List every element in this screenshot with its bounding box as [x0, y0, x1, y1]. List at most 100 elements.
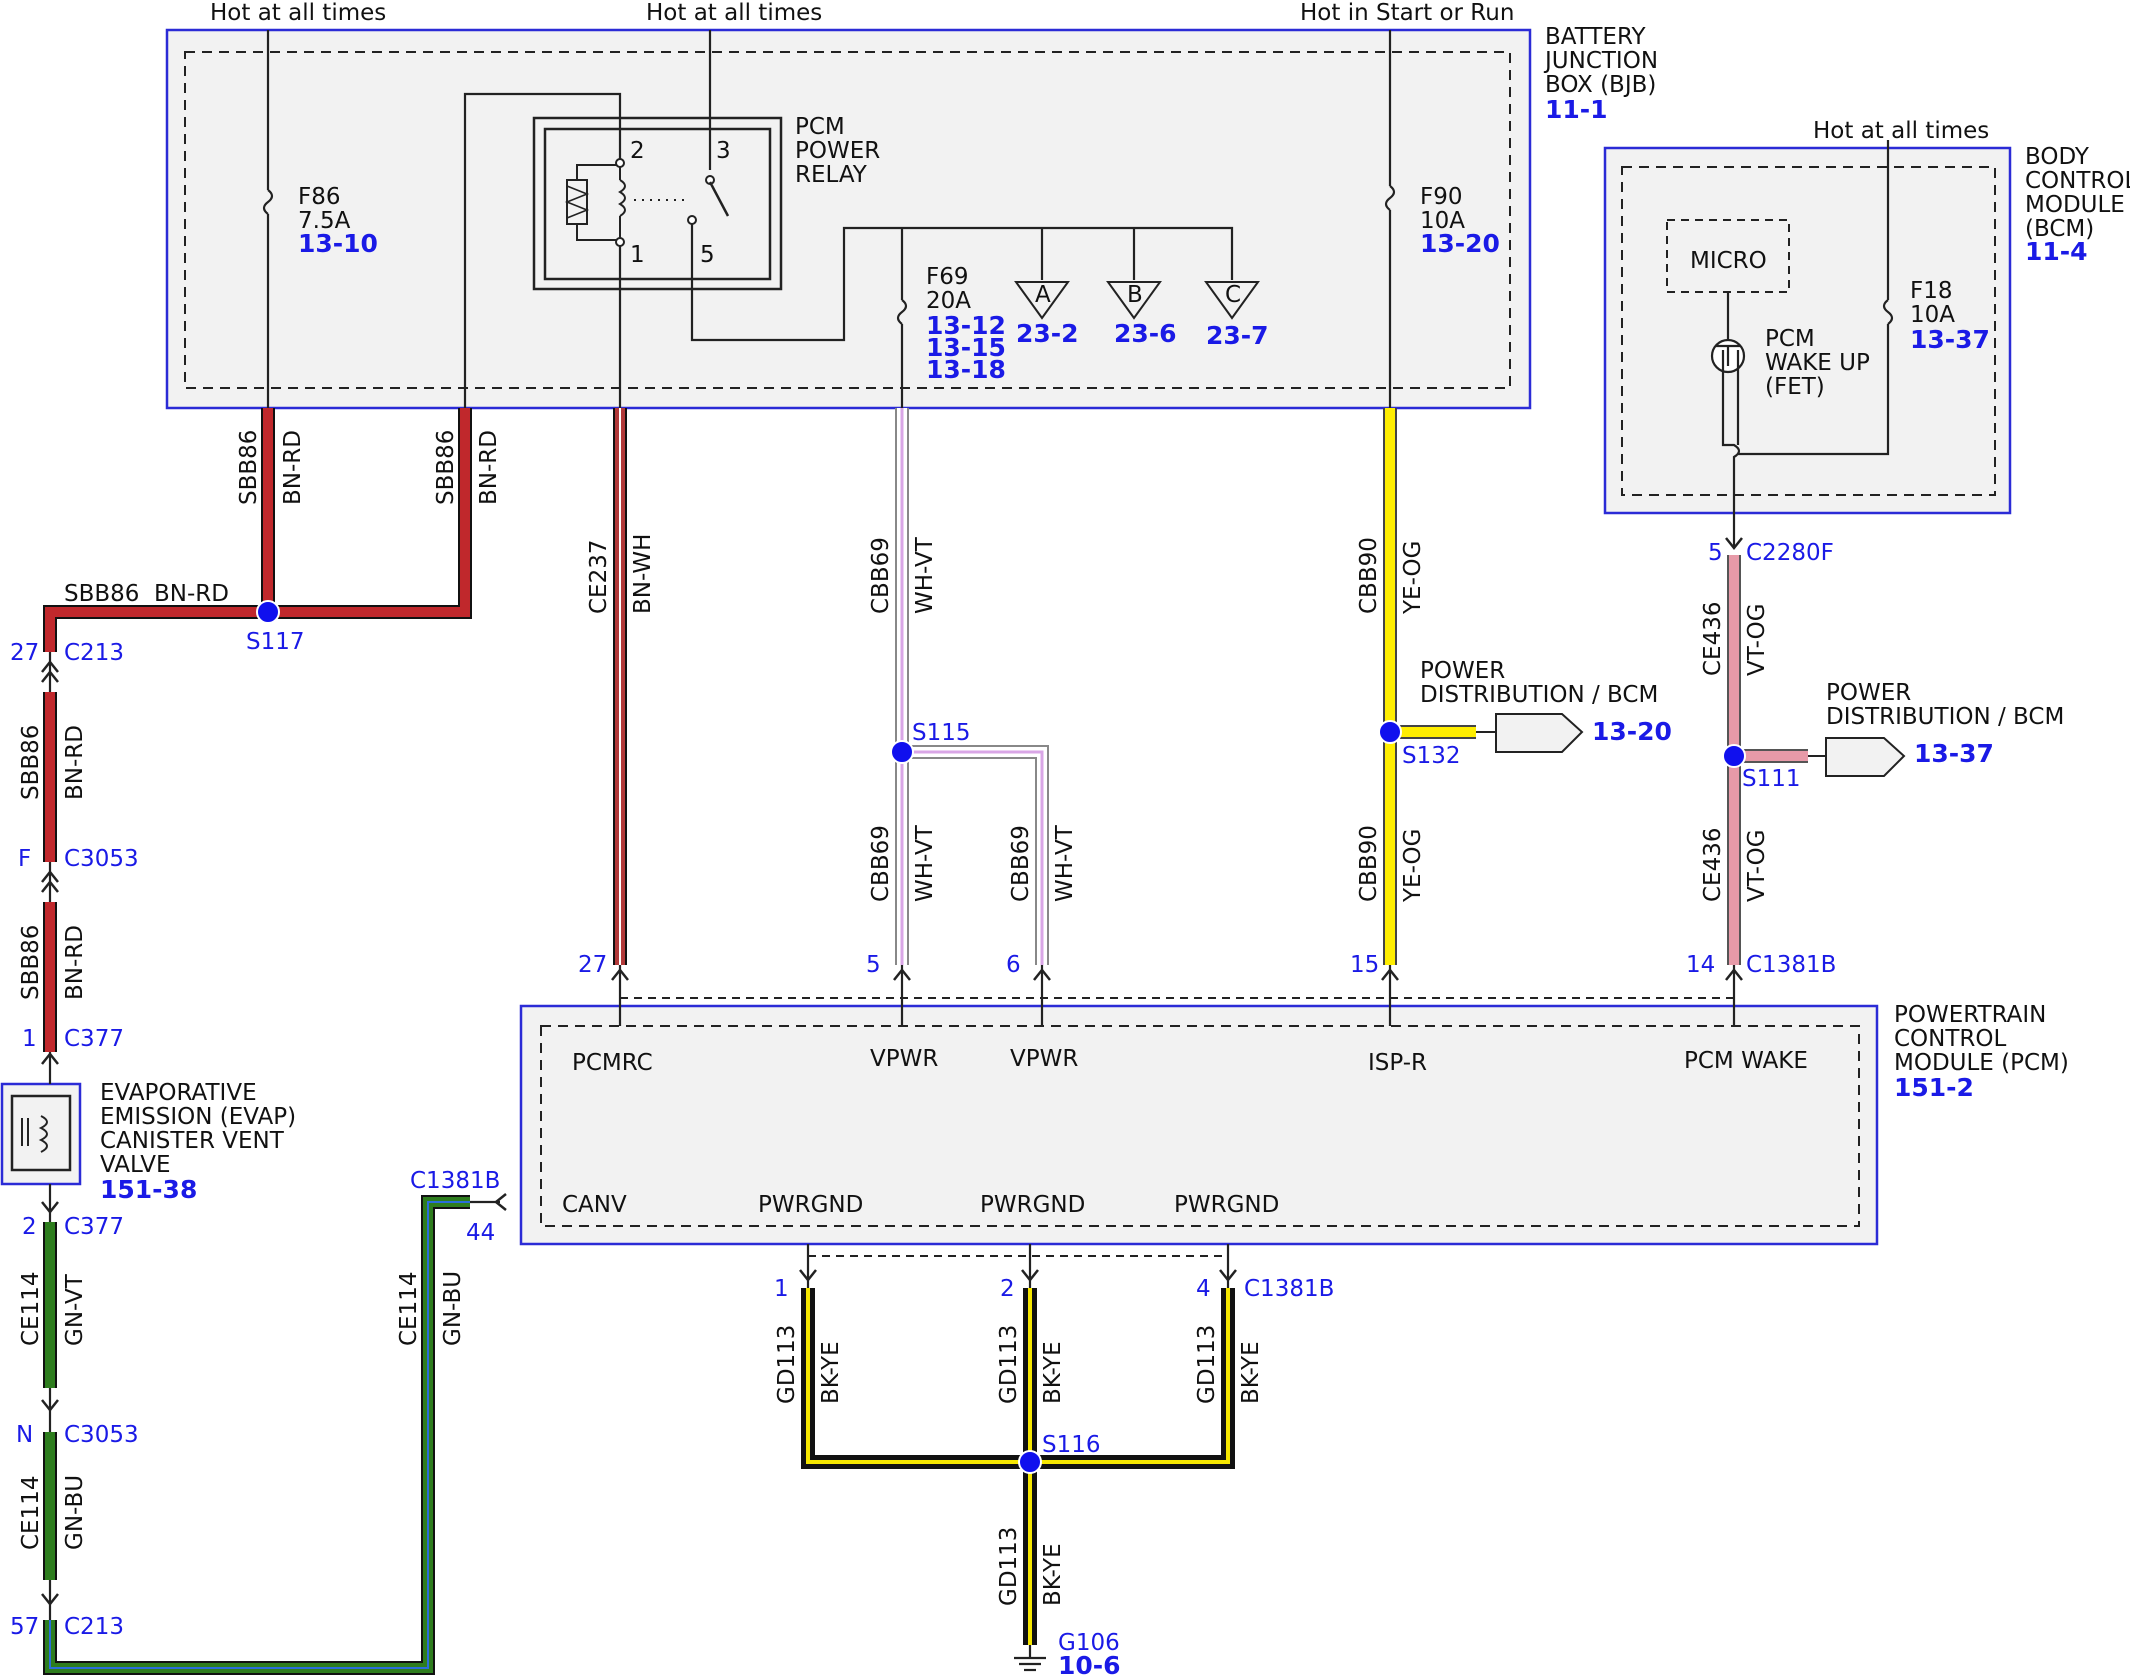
- evap-label-1: EVAPORATIVE: [100, 1080, 257, 1106]
- hot-label-3: Hot in Start or Run: [1300, 0, 1514, 26]
- pcm-pin-15: 15: [1350, 952, 1379, 978]
- hot-label-2: Hot at all times: [646, 0, 822, 26]
- power-dist-2-line1: POWER: [1826, 680, 1911, 706]
- connector-label: C1381B: [410, 1168, 500, 1194]
- wire-color-label: BK-YE: [1238, 1341, 1264, 1404]
- relay-label-1: PCM: [795, 114, 845, 140]
- bjb-ref[interactable]: 11-1: [1545, 95, 1608, 124]
- relay-pin-1: 1: [630, 242, 645, 268]
- pcm-title-3: MODULE (PCM): [1894, 1050, 2069, 1076]
- wire-color-label: YE-OG: [1400, 829, 1426, 903]
- power-dist-2-ref[interactable]: 13-37: [1914, 739, 1994, 768]
- f18-ref[interactable]: 13-37: [1910, 325, 1990, 354]
- wire-color-label: BN-RD: [476, 430, 502, 505]
- ground-label: G106: [1058, 1630, 1120, 1656]
- pcm-pin-14: 14: [1686, 952, 1715, 978]
- splice-s111: [1722, 744, 1746, 768]
- gnd-pin-1: 1: [774, 1276, 789, 1302]
- f69-ref-1[interactable]: 13-12: [926, 311, 1006, 340]
- splice-s115: [890, 740, 914, 764]
- power-dist-1-ref[interactable]: 13-20: [1592, 717, 1672, 746]
- bus-c-label: C: [1225, 282, 1241, 308]
- f18-rating: 10A: [1910, 302, 1955, 328]
- pcm-ref[interactable]: 151-2: [1894, 1073, 1974, 1102]
- wire-color-label: BK-YE: [818, 1341, 844, 1404]
- wire-label: CBB69: [868, 537, 894, 614]
- power-dist-2-line2: DISTRIBUTION / BCM: [1826, 704, 2064, 730]
- wire-label: CE114: [18, 1272, 44, 1347]
- splice-label-s111: S111: [1742, 766, 1801, 792]
- evap-label-2: EMISSION (EVAP): [100, 1104, 296, 1130]
- fet-label-1: PCM: [1765, 326, 1815, 352]
- wire-wh-vt: [895, 408, 1049, 965]
- wire-label: GD113: [996, 1527, 1022, 1606]
- connector-pin: 57: [10, 1614, 39, 1640]
- wire-label: CE436: [1700, 828, 1726, 903]
- relay-label-2: POWER: [795, 138, 880, 164]
- connector-label: C213: [64, 640, 124, 666]
- pcm-pin-27: 27: [578, 952, 607, 978]
- pcm-title-1: POWERTRAIN: [1894, 1002, 2046, 1028]
- f86-ref[interactable]: 13-10: [298, 229, 378, 258]
- f86-rating: 7.5A: [298, 208, 351, 234]
- connector-pin: N: [16, 1422, 33, 1448]
- bcm-title-1: BODY: [2025, 144, 2090, 170]
- connector-pin: 2: [22, 1214, 37, 1240]
- bjb-title-3: BOX (BJB): [1545, 72, 1656, 98]
- relay-pin-3: 3: [716, 138, 731, 164]
- power-distribution-arrow-2: [1808, 737, 1906, 777]
- wire-color-label: WH-VT: [912, 824, 938, 902]
- wire-label: CBB69: [868, 825, 894, 902]
- pcm-pin-canv: CANV: [562, 1192, 627, 1218]
- wire-label: SBB86: [18, 925, 44, 1000]
- wire-label: SBB86: [433, 430, 459, 505]
- wire-color-label: BN-WH: [630, 534, 656, 614]
- wire-label: GD113: [1194, 1325, 1220, 1404]
- bcm-ref[interactable]: 11-4: [2025, 237, 2088, 266]
- connector-label: C377: [64, 1214, 124, 1240]
- wire-bn-rd-group: [43, 408, 472, 1084]
- bcm-title-4: (BCM): [2025, 216, 2094, 242]
- wire-label: CE114: [396, 1272, 422, 1347]
- bcm-title-2: CONTROL: [2025, 168, 2130, 194]
- connector-label: C3053: [64, 1422, 139, 1448]
- splice-label-s132: S132: [1402, 743, 1461, 769]
- wire-color-label: BN-RD: [62, 925, 88, 1000]
- bcm-title-3: MODULE: [2025, 192, 2125, 218]
- bus-c-ref[interactable]: 23-7: [1206, 321, 1269, 350]
- fet-label-3: (FET): [1765, 374, 1825, 400]
- f69-ref-3[interactable]: 13-18: [926, 355, 1006, 384]
- bjb-title-1: BATTERY: [1545, 24, 1646, 50]
- wire-gn-vt-gn-bu: [43, 1184, 500, 1675]
- splice-label-s115: S115: [912, 720, 971, 746]
- f69-ref-2[interactable]: 13-15: [926, 333, 1006, 362]
- splice-label-s116: S116: [1042, 1432, 1101, 1458]
- evap-ref[interactable]: 151-38: [100, 1175, 197, 1204]
- f90-ref[interactable]: 13-20: [1420, 229, 1500, 258]
- wire-color-label: GN-BU: [62, 1475, 88, 1550]
- ground-ref[interactable]: 10-6: [1058, 1651, 1121, 1678]
- pcm-pin-vpwr-2: VPWR: [1010, 1046, 1078, 1072]
- pcm-connector-leads: [618, 965, 1736, 1257]
- connector-label: C213: [64, 1614, 124, 1640]
- bus-a-ref[interactable]: 23-2: [1016, 319, 1079, 348]
- wire-label: CE114: [18, 1476, 44, 1551]
- wire-label: SBB86: [64, 581, 139, 607]
- splice-label-s117: S117: [246, 629, 305, 655]
- wire-color-label: VT-OG: [1744, 829, 1770, 902]
- pcm-pin-pcm-wake: PCM WAKE: [1684, 1048, 1808, 1074]
- wire-label: CBB69: [1008, 825, 1034, 902]
- wire-color-label: WH-VT: [912, 536, 938, 614]
- pcm-pin-5: 5: [866, 952, 881, 978]
- bus-b-label: B: [1127, 282, 1143, 308]
- wire-color-label: BK-YE: [1040, 1543, 1066, 1606]
- ground-symbol: [1014, 1645, 1046, 1672]
- wire-color-label: YE-OG: [1400, 541, 1426, 615]
- pcm-pin-6: 6: [1006, 952, 1021, 978]
- f18-name: F18: [1910, 278, 1953, 304]
- f69-name: F69: [926, 264, 969, 290]
- bus-b-ref[interactable]: 23-6: [1114, 319, 1177, 348]
- bus-a-label: A: [1035, 282, 1051, 308]
- bjb-internal-wiring: [262, 30, 1396, 408]
